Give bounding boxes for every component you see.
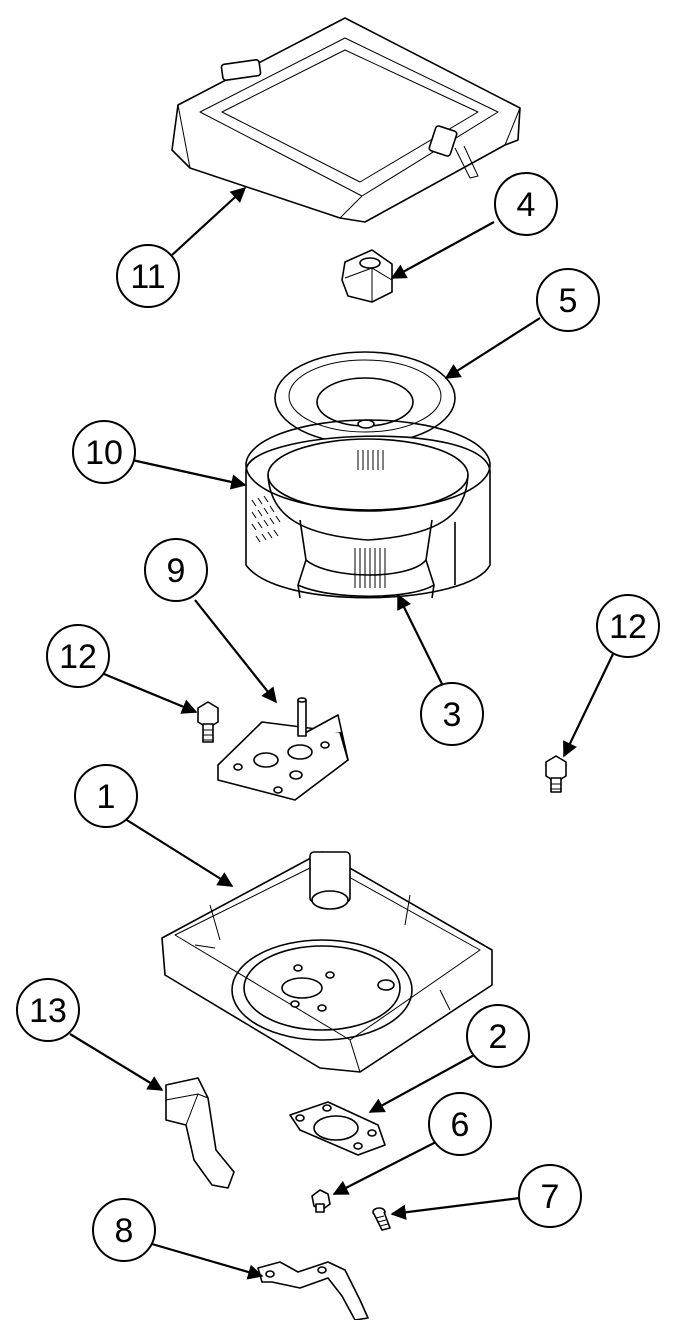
callout-1: 1: [74, 764, 138, 828]
leader-8: [151, 1242, 264, 1280]
leader-12-right: [563, 653, 614, 758]
callout-3: 3: [420, 682, 484, 746]
callout-8: 8: [92, 1198, 156, 1262]
callout-13: 13: [16, 978, 80, 1042]
part-screw-7: [372, 1207, 391, 1231]
callout-7: 7: [518, 1164, 582, 1228]
part-base-1: [161, 851, 493, 1073]
leader-lines: [69, 186, 614, 1280]
svg-text:6: 6: [451, 1106, 470, 1144]
callout-11: 11: [116, 244, 180, 308]
callout-6: 6: [428, 1092, 492, 1156]
leader-11: [171, 186, 247, 256]
leader-9: [194, 599, 277, 704]
leader-6: [332, 1141, 437, 1195]
svg-text:11: 11: [130, 258, 165, 296]
svg-text:4: 4: [517, 186, 536, 224]
svg-text:9: 9: [167, 552, 186, 590]
svg-text:3: 3: [443, 696, 462, 734]
svg-text:5: 5: [559, 282, 578, 320]
leader-3: [397, 593, 443, 685]
part-tab-13: [165, 1077, 235, 1189]
part-bolt-12-left: [197, 701, 219, 743]
svg-text:2: 2: [489, 1018, 508, 1056]
leader-1: [121, 816, 234, 887]
callout-12-left: 12: [46, 624, 110, 688]
part-cover-11: [171, 17, 521, 223]
part-precleaner-10: [245, 419, 491, 599]
svg-text:12: 12: [59, 638, 97, 676]
leader-7: [390, 1196, 521, 1220]
callout-5: 5: [536, 268, 600, 332]
callout-12-right: 12: [596, 594, 660, 658]
leader-5: [444, 317, 541, 379]
callout-9: 9: [144, 538, 208, 602]
callout-2: 2: [466, 1004, 530, 1068]
svg-text:7: 7: [541, 1178, 560, 1216]
part-filter-cap-5: [274, 351, 456, 445]
svg-text:8: 8: [115, 1212, 134, 1250]
callout-10: 10: [72, 420, 136, 484]
svg-text:1: 1: [97, 778, 116, 816]
svg-text:10: 10: [85, 434, 123, 472]
part-bolt-6: [311, 1189, 331, 1213]
leader-4: [390, 221, 495, 279]
filter-mesh-hatching: [251, 450, 386, 588]
callout-4: 4: [494, 172, 558, 236]
svg-text:12: 12: [609, 608, 647, 646]
leader-10: [131, 458, 247, 490]
leader-2: [368, 1053, 477, 1113]
leader-13: [69, 1033, 164, 1091]
part-knob-4: [341, 249, 393, 303]
part-gasket-2: [289, 1101, 386, 1156]
part-bracket-9: [217, 697, 349, 801]
svg-text:13: 13: [29, 992, 67, 1030]
leader-12-left: [103, 672, 198, 714]
part-clip-8: [257, 1261, 369, 1320]
part-bolt-12-right: [545, 755, 567, 793]
